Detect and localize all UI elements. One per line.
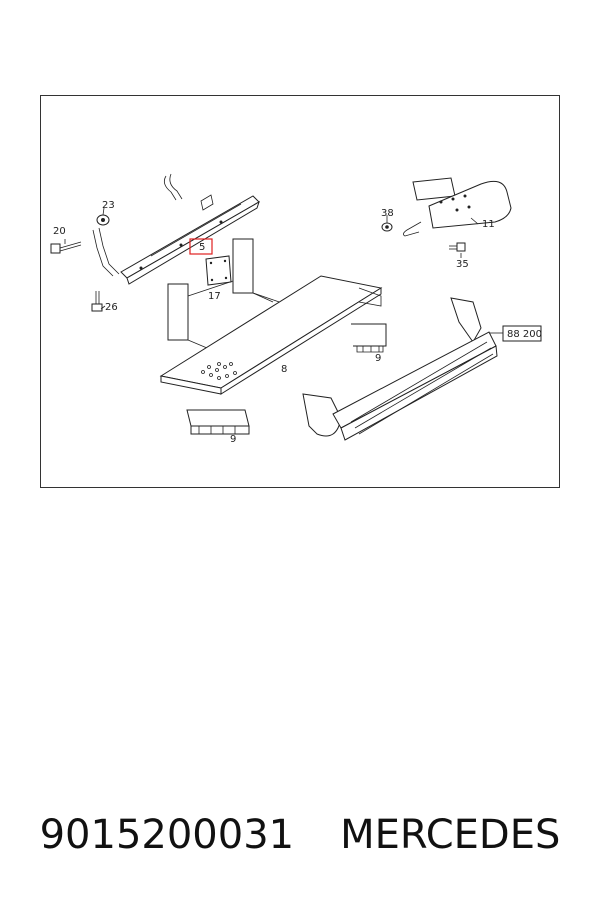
leader-lines [64,207,503,334]
plate-17 [205,255,232,286]
callout-17: 17 [208,291,221,302]
callout-26: 26 [105,302,118,313]
callout-38: 38 [381,208,394,219]
callout-5: 5 [199,242,205,253]
part-number: 9015200031 [39,812,295,858]
bolt-35 [449,242,466,252]
reference-label: 88 200 [507,329,542,340]
callout-20: 20 [53,226,66,237]
running-board [302,297,498,441]
parts-diagram: 20 23 26 5 17 8 9 9 38 11 35 88 200 [40,95,560,488]
slide-plate-8 [159,275,383,395]
callout-23: 23 [102,200,115,211]
left-rail-bracket [92,173,260,285]
base-frame [167,238,292,357]
callout-35: 35 [456,259,469,270]
bolt-20 [50,241,82,254]
callout-5-highlight[interactable] [189,238,213,255]
nut-38 [381,222,393,232]
callout-9-upper: 9 [375,353,381,364]
callout-11: 11 [482,219,495,230]
bolt-26 [91,291,103,312]
clip-9-lower [186,409,250,435]
brand-name: MERCEDES [340,812,561,858]
reference-box[interactable]: 88 200 [502,325,542,342]
clip-9-upper [351,323,387,353]
nut-23 [96,214,110,226]
callout-8: 8 [281,364,287,375]
diagram-drawing: 20 23 26 5 17 8 9 9 38 11 35 88 200 [50,173,542,445]
callout-9-lower: 9 [230,434,236,445]
step-bracket-11 [403,177,512,237]
caption: 9015200031 MERCEDES [0,800,600,870]
